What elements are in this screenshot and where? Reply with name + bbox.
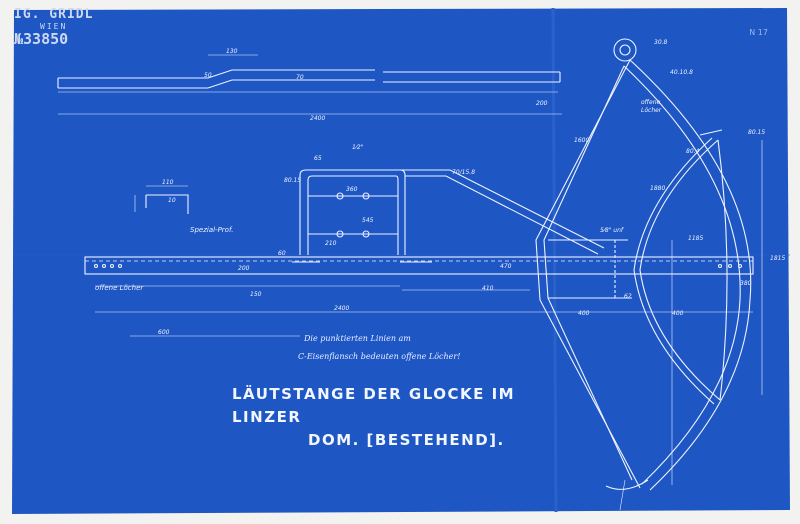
- stand-frame: [292, 169, 432, 263]
- dim-545: 545: [362, 217, 374, 224]
- dim-380: 380: [740, 280, 752, 287]
- dim-1600: 1600: [574, 137, 589, 144]
- stamp-firm: IG. GRIDL: [14, 7, 94, 22]
- dim-10: 10: [168, 197, 176, 204]
- dim-410: 410: [482, 285, 494, 292]
- dim-200-top: 200: [536, 100, 548, 107]
- dim-210: 210: [325, 240, 337, 247]
- bell-yoke-inner-arc: [633, 129, 728, 405]
- dim-flat-bar: 70/15.8: [452, 169, 475, 176]
- title-line-2: DOM. [BESTEHEND].: [308, 431, 505, 449]
- dim-200-vert: 200: [238, 265, 250, 272]
- dim-1185: 1185: [688, 235, 703, 242]
- dim-60: 60: [278, 250, 286, 257]
- dim-600: 600: [158, 329, 170, 336]
- dim-bolt: 5⁄8" unf: [600, 227, 624, 234]
- dim-65: 65: [314, 155, 322, 162]
- stamp-number: №33850: [14, 30, 69, 48]
- top-flat-bar-elevation: [57, 54, 562, 115]
- label-special-profile: Spezial-Prof.: [190, 226, 234, 234]
- dim-1880: 1880: [650, 185, 665, 192]
- bell-yoke-outer-arc: [535, 38, 752, 491]
- dim-70: 70: [296, 74, 304, 81]
- dim-40-10-8: 40.10.8: [670, 69, 693, 76]
- yoke-struts: [548, 140, 763, 511]
- label-open-holes-right-2: Löcher: [641, 107, 662, 114]
- dim-110: 110: [162, 179, 174, 186]
- stamp-city: WIEN: [40, 22, 68, 31]
- note-line-1: Die punktierten Linien am: [304, 334, 411, 343]
- dim-80-15: 80.15: [284, 177, 301, 184]
- dim-470: 470: [500, 263, 512, 270]
- dim-30-8: 30.8: [654, 39, 668, 46]
- dim-400-a: 400: [578, 310, 590, 317]
- maker-stamp: IG. GRIDL WIEN №33850: [14, 8, 93, 47]
- dim-2400-top: 2400: [310, 115, 325, 122]
- note-line-2: C-Eisenflansch bedeuten offene Löcher!: [298, 352, 461, 361]
- drawing-title: LÄUTSTANGE DER GLOCKE IM LINZER DOM. [BE…: [232, 383, 562, 452]
- label-open-holes-left: offene Löcher: [95, 284, 144, 292]
- dim-80-4: 80.4: [686, 148, 700, 155]
- dim-80-15-right: 80.15: [748, 129, 765, 136]
- special-profile-section: [134, 185, 189, 214]
- dim-1815: 1815: [770, 255, 785, 262]
- dim-half-inch: 1⁄2": [352, 144, 364, 151]
- dim-50: 50: [204, 72, 212, 79]
- corner-mark: N 17: [749, 28, 768, 37]
- dim-130: 130: [226, 48, 238, 55]
- dim-360: 360: [346, 186, 358, 193]
- dim-150: 150: [250, 291, 262, 298]
- dim-2400-bottom: 2400: [334, 305, 349, 312]
- title-line-1: LÄUTSTANGE DER GLOCKE IM LINZER: [232, 385, 516, 426]
- dim-400-b: 400: [672, 310, 684, 317]
- dim-62: 62: [624, 293, 632, 300]
- label-open-holes-right-1: offene: [641, 99, 660, 106]
